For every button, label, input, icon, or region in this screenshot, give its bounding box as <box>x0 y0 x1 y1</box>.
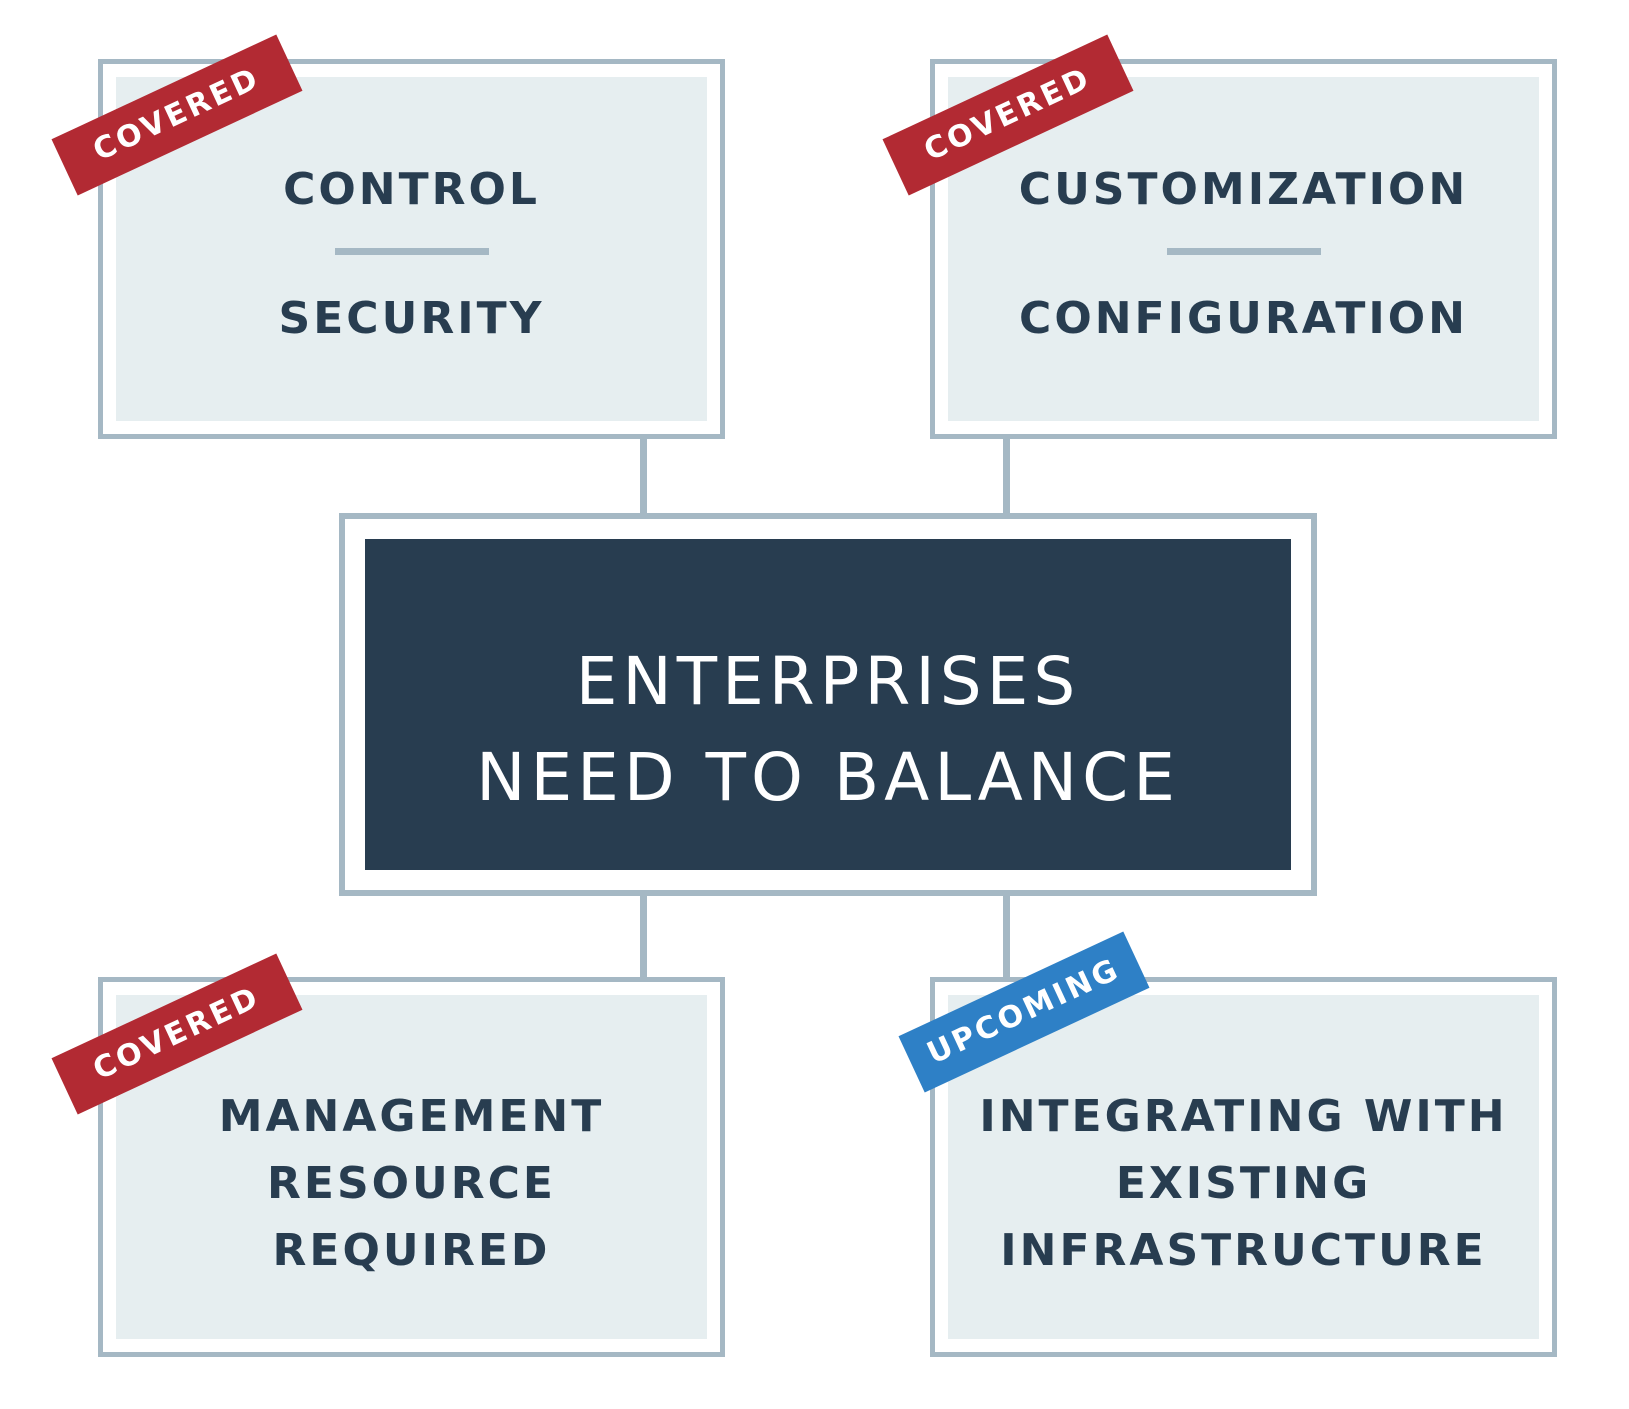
connector-bottom-left <box>640 893 647 979</box>
connector-bottom-right <box>1003 893 1010 979</box>
card-line: INFRASTRUCTURE <box>1000 1225 1487 1276</box>
center-box: ENTERPRISES NEED TO BALANCE <box>339 513 1317 896</box>
card-bottom-label: CONFIGURATION <box>1019 293 1468 344</box>
card-lines: MANAGEMENT RESOURCE REQUIRED <box>103 1083 720 1284</box>
card-top-label: CONTROL <box>283 164 540 215</box>
card-line: REQUIRED <box>272 1225 551 1276</box>
card-management-resource: MANAGEMENT RESOURCE REQUIRED <box>98 977 725 1357</box>
card-control-security: CONTROL SECURITY <box>98 59 725 439</box>
card-inner <box>116 995 707 1339</box>
card-line: INTEGRATING WITH <box>979 1091 1508 1142</box>
center-title-line: NEED TO BALANCE <box>476 739 1180 816</box>
connector-top-right <box>1003 437 1010 516</box>
card-lines: INTEGRATING WITH EXISTING INFRASTRUCTURE <box>935 1083 1552 1284</box>
center-title: ENTERPRISES NEED TO BALANCE <box>365 634 1291 826</box>
card-divider <box>334 248 489 255</box>
card-line: EXISTING <box>1115 1158 1372 1209</box>
connector-top-left <box>640 437 647 516</box>
center-inner: ENTERPRISES NEED TO BALANCE <box>365 539 1291 870</box>
card-bottom-label: SECURITY <box>278 293 545 344</box>
center-title-line: ENTERPRISES <box>575 643 1081 720</box>
card-line: MANAGEMENT <box>218 1091 605 1142</box>
card-divider <box>1166 248 1321 255</box>
card-inner <box>948 995 1539 1339</box>
card-top-label: CUSTOMIZATION <box>1018 164 1469 215</box>
card-line: RESOURCE <box>267 1158 556 1209</box>
card-integrating-infrastructure: INTEGRATING WITH EXISTING INFRASTRUCTURE <box>930 977 1557 1357</box>
